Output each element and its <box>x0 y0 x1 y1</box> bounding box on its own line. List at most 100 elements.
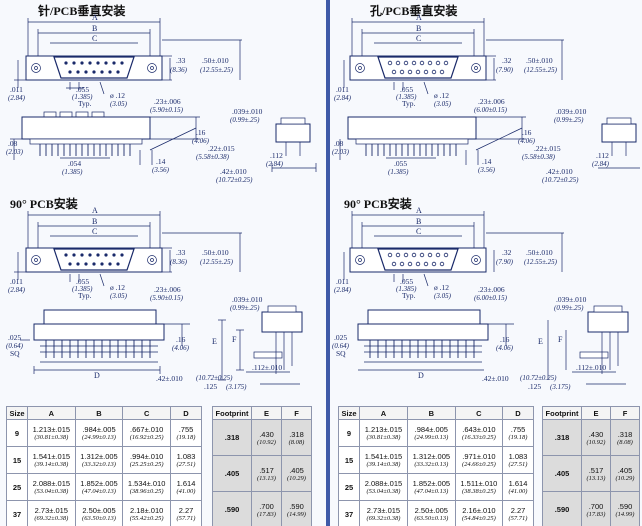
r-dim2-typ: Typ. <box>402 291 416 300</box>
table-row: 37 2.73±.015(69.32±0.38) 2.50±.005(63.50… <box>6 500 202 526</box>
socket-holes <box>387 60 449 267</box>
dim2-055-metric: (1.385) <box>72 285 93 293</box>
table-row: .590 .700(17.83) .590(14.99) <box>212 491 312 526</box>
header-size: Size <box>6 406 28 420</box>
r-dim-112-metric: (2.84) <box>592 160 610 168</box>
right-panel: 孔/PCB垂直安装 90° PCB安装 <box>330 0 642 526</box>
dim-14-metric: (3.56) <box>152 166 170 174</box>
header-b: B <box>406 406 456 420</box>
dim-054-metric: (1.385) <box>62 168 83 176</box>
dim-typ: Typ. <box>78 99 92 108</box>
dim2-025: .025 <box>8 333 21 342</box>
r-dim-a2-label: A <box>416 206 422 215</box>
table-row: .318 .430(10.92) .318(8.08) <box>212 419 312 456</box>
r-dim-32: .32 <box>502 56 512 65</box>
r-dim-055: .055 <box>400 85 413 94</box>
r-dim2-055-metric: (1.385) <box>396 285 417 293</box>
section-title-right-angle-socket: 90° PCB安装 <box>344 197 412 211</box>
r-dim-055b-metric: (1.385) <box>388 168 409 176</box>
r-dim2-42: .42±.010 <box>482 374 509 383</box>
connector-drawings: A B C .33 (8.36) .50±.010 (12.55±.25) .0… <box>6 13 317 391</box>
r-dim2-32: .32 <box>502 248 512 257</box>
dim2-112: .112±.010 <box>252 363 282 372</box>
section-title-pin-vertical: 针/PCB垂直安装 <box>38 4 126 18</box>
r-dim-08: .08 <box>334 139 344 148</box>
socket-pin-legs <box>365 144 475 358</box>
r-dim-c-label: C <box>416 34 421 43</box>
header-e: E <box>581 406 611 420</box>
dim2-50: .50±.010 <box>202 248 229 257</box>
r-dim2-32-metric: (7.90) <box>496 258 514 266</box>
r-dim2-f-label: F <box>558 335 563 344</box>
r-dim2-125-metric: (3.175) <box>550 383 571 391</box>
dim-16: .16 <box>196 128 206 137</box>
r-dim-011: .011 <box>336 85 349 94</box>
dim-a-label: A <box>92 13 98 22</box>
table-row: 37 2.73±.015(69.32±0.38) 2.50±.005(63.50… <box>338 500 534 526</box>
table-row: .318 .430(10.92) .318(8.08) <box>542 419 640 456</box>
r-dim-50: .50±.010 <box>526 56 553 65</box>
dim2-33: .33 <box>176 248 186 257</box>
dim-039-metric: (0.99±.25) <box>230 116 260 124</box>
table-row: .405 .517(13.13) .405(10.29) <box>212 455 312 492</box>
dim-b-label: B <box>92 24 97 33</box>
r-dim-16-metric: (4.06) <box>518 137 536 145</box>
r-dim2-112-metric: (10.72±0.25) <box>520 374 557 382</box>
r-dim-055b: .055 <box>394 159 407 168</box>
dim2-039-metric: (0.99±.25) <box>230 304 260 312</box>
dim2-phi-metric: (3.05) <box>110 292 128 300</box>
r-dim-039-metric: (0.99±.25) <box>554 116 584 124</box>
r-dim2-16-metric: (4.06) <box>496 344 514 352</box>
table-row: 9 1.213±.015(30.81±0.38) .984±.005(24.99… <box>6 419 202 447</box>
r-dim-039: .039±.010 <box>556 107 587 116</box>
r-dim-23-metric: (6.00±0.15) <box>474 106 508 114</box>
r-dim-42: .42±.010 <box>546 167 573 176</box>
socket-footprint-table: Footprint E F .318 .430(10.92) .318(8.08… <box>542 406 640 526</box>
r-dim-50-metric: (12.55±.25) <box>524 66 558 74</box>
r-dim-22: .22±.015 <box>534 144 561 153</box>
header-size: Size <box>338 406 360 420</box>
r-dim-32-metric: (7.90) <box>496 66 514 74</box>
r-dim-b-label: B <box>416 24 421 33</box>
r-dim2-sq: SQ <box>336 349 346 358</box>
r-dim2-025-metric: (0.64) <box>332 342 350 350</box>
dim2-sq: SQ <box>10 349 20 358</box>
r-dim-23: .23±.006 <box>478 97 505 106</box>
dim-50-metric: (12.55±.25) <box>200 66 234 74</box>
r-dim-typ: Typ. <box>402 99 416 108</box>
dim2-50-metric: (12.55±.25) <box>200 258 234 266</box>
r-dim-011-metric: (2.84) <box>334 94 352 102</box>
dim-011-metric: (2.84) <box>8 94 26 102</box>
section-title-socket-vertical: 孔/PCB垂直安装 <box>370 4 458 18</box>
r-dim-055-metric: (1.385) <box>396 93 417 101</box>
dim2-011-metric: (2.84) <box>8 286 26 294</box>
dim-23-metric: (5.90±0.15) <box>150 106 184 114</box>
dim2-039: .039±.010 <box>232 295 263 304</box>
dim-b2-label: B <box>92 217 97 226</box>
r-dim-42-metric: (10.72±0.25) <box>542 176 579 184</box>
dimension-table: Size A B C D 9 1.213±.015(30.81±0.38) .9… <box>6 406 202 526</box>
table-row: 25 2.088±.015(53.04±0.38) 1.852±.005(47.… <box>6 473 202 501</box>
table-row: .590 .700(17.83) .590(14.99) <box>542 491 640 526</box>
dim-054: .054 <box>68 159 81 168</box>
dim2-112-metric: (10.72±0.25) <box>196 374 233 382</box>
header-d: D <box>170 406 202 420</box>
dim-a2-label: A <box>92 206 98 215</box>
dim-055: .055 <box>76 85 89 94</box>
r-dim2-011-metric: (2.84) <box>334 286 352 294</box>
dim-23: .23±.006 <box>154 97 181 106</box>
dim2-e-label: E <box>212 337 217 346</box>
dim-22-metric: (5.58±0.38) <box>196 153 230 161</box>
r-dim2-e-label: E <box>538 337 543 346</box>
header-f: F <box>610 406 640 420</box>
dim2-055: .055 <box>76 277 89 286</box>
r-dim2-d-label: D <box>418 371 424 380</box>
dim-08: .08 <box>8 139 18 148</box>
r-dim2-055: .055 <box>400 277 413 286</box>
header-footprint: Footprint <box>212 406 252 420</box>
r-dim-14: .14 <box>482 157 492 166</box>
header-a: A <box>27 406 76 420</box>
dim2-23: .23±.006 <box>154 285 181 294</box>
dim-14: .14 <box>156 157 166 166</box>
table-row: 9 1.213±.015(30.81±0.38) .984±.005(24.99… <box>338 419 534 447</box>
